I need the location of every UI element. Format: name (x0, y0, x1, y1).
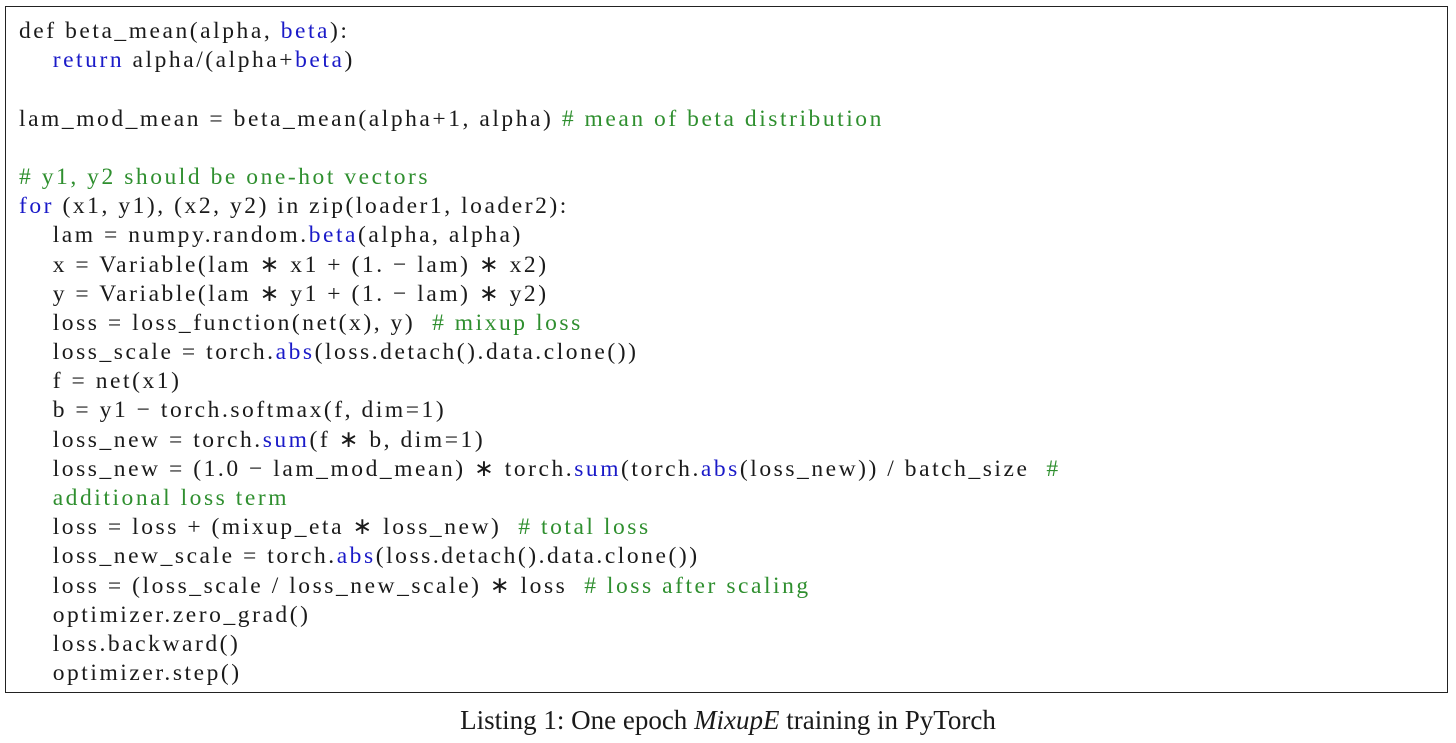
code-line: y = Variable(lam ∗ y1 + (1. − lam) ∗ y2) (19, 280, 1439, 309)
code-text: alpha/(alpha+ (124, 47, 296, 74)
code-line: lam_mod_mean = beta_mean(alpha+1, alpha)… (19, 105, 1439, 134)
code-line: loss_new_scale = torch.abs(loss.detach()… (19, 542, 1439, 571)
code-keyword: beta (280, 18, 331, 44)
code-text: b = y1 − torch.softmax(f, dim=1) (19, 397, 447, 424)
code-comment: # mean of beta distribution (561, 105, 884, 132)
code-line: def beta_mean(alpha, beta): (19, 17, 1439, 46)
code-text: loss = loss_function(net(x), y) (19, 309, 433, 336)
code-text: lam = numpy.random. (19, 222, 309, 249)
code-comment: # y1, y2 should be one-hot vectors (19, 163, 431, 190)
code-line: lam = numpy.random.beta(alpha, alpha) (19, 221, 1439, 250)
code-line: loss = loss_function(net(x), y) # mixup … (19, 309, 1439, 338)
code-line: for (x1, y1), (x2, y2) in zip(loader1, l… (19, 192, 1439, 221)
code-keyword: sum (574, 455, 622, 482)
code-text: (loss_new)) / batch_size (739, 455, 1047, 482)
code-keyword: abs (275, 339, 315, 366)
code-text: lam_mod_mean = beta_mean(alpha+1, alpha) (19, 105, 562, 132)
code-line: loss = (loss_scale / loss_new_scale) ∗ l… (19, 572, 1439, 601)
code-line: additional loss term (19, 484, 1439, 513)
code-keyword: beta (308, 222, 359, 249)
code-comment: additional loss term (19, 485, 290, 511)
code-line (19, 134, 1439, 163)
code-keyword: for (19, 193, 55, 220)
code-keyword: return (52, 47, 125, 74)
code-comment: # (1046, 455, 1061, 482)
code-comment: # mixup loss (432, 309, 583, 336)
code-text: loss_new_scale = torch. (19, 543, 337, 570)
code-text: x = Variable(lam ∗ x1 + (1. − lam) ∗ x2) (19, 251, 549, 278)
code-block: def beta_mean(alpha, beta): return alpha… (19, 17, 1439, 688)
caption-suffix: training in PyTorch (779, 705, 996, 735)
code-line: f = net(x1) (19, 367, 1439, 396)
code-line: b = y1 − torch.softmax(f, dim=1) (19, 396, 1439, 425)
listing-caption: Listing 1: One epoch MixupE training in … (0, 702, 1456, 738)
code-comment: # loss after scaling (584, 572, 811, 599)
code-text: loss = (loss_scale / loss_new_scale) ∗ l… (19, 572, 585, 599)
code-line: x = Variable(lam ∗ x1 + (1. − lam) ∗ x2) (19, 251, 1439, 280)
code-text: loss_new = (1.0 − lam_mod_mean) ∗ torch. (19, 455, 575, 482)
code-comment: # total loss (518, 514, 651, 541)
code-text: (x1, y1), (x2, y2) in zip(loader1, loade… (54, 193, 569, 220)
code-keyword: sum (262, 426, 310, 453)
code-text: (torch. (621, 455, 701, 482)
code-line: loss_scale = torch.abs(loss.detach().dat… (19, 338, 1439, 367)
code-line: return alpha/(alpha+beta) (19, 46, 1439, 75)
code-line: optimizer.zero_grad() (19, 601, 1439, 630)
code-keyword: abs (336, 543, 376, 570)
code-listing-frame: def beta_mean(alpha, beta): return alpha… (5, 6, 1448, 693)
code-text: ) (344, 47, 355, 74)
code-text: ): (330, 18, 350, 44)
caption-prefix: Listing 1: One epoch (460, 705, 695, 735)
code-text: def beta_mean(alpha, (19, 18, 281, 44)
code-text (19, 47, 53, 73)
code-line: loss_new = (1.0 − lam_mod_mean) ∗ torch.… (19, 455, 1439, 484)
code-line: optimizer.step() (19, 659, 1439, 688)
caption-method-name: MixupE (694, 705, 780, 735)
code-line: # y1, y2 should be one-hot vectors (19, 163, 1439, 192)
code-keyword: abs (700, 455, 740, 482)
code-line (19, 75, 1439, 104)
code-text: optimizer.zero_grad() (19, 601, 311, 628)
code-text: (loss.detach().data.clone()) (375, 543, 700, 570)
code-line: loss.backward() (19, 630, 1439, 659)
code-line: loss_new = torch.sum(f ∗ b, dim=1) (19, 426, 1439, 455)
code-text: loss.backward() (19, 630, 241, 657)
code-line: loss = loss + (mixup_eta ∗ loss_new) # t… (19, 513, 1439, 542)
code-text: y = Variable(lam ∗ y1 + (1. − lam) ∗ y2) (19, 280, 549, 307)
code-text: optimizer.step() (19, 660, 242, 687)
code-keyword: beta (295, 47, 345, 74)
code-text: (loss.detach().data.clone()) (314, 339, 639, 366)
code-text: loss = loss + (mixup_eta ∗ loss_new) (19, 514, 519, 541)
code-text: (f ∗ b, dim=1) (309, 426, 486, 453)
code-text: loss_new = torch. (19, 426, 263, 453)
code-text: loss_scale = torch. (19, 339, 276, 366)
code-text: f = net(x1) (19, 368, 182, 395)
code-text: (alpha, alpha) (358, 222, 523, 249)
